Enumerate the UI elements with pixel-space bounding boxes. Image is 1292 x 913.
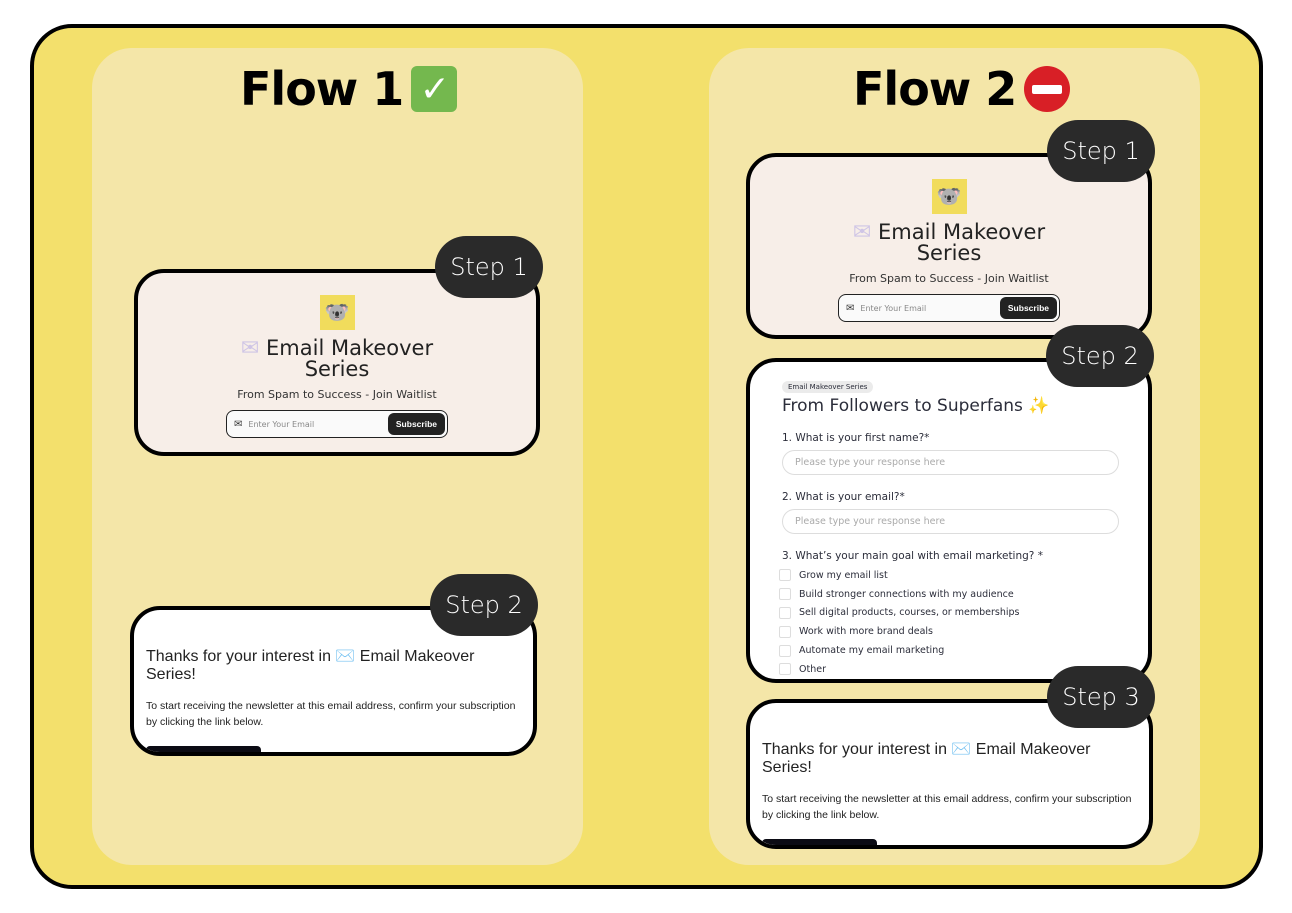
checkbox-option[interactable]: Build stronger connections with my audie… bbox=[779, 585, 1116, 604]
landing-title: Email Makeover Series bbox=[266, 336, 434, 381]
option-label: Automate my email marketing bbox=[799, 645, 945, 657]
confirm-subscription-button[interactable]: Confirm Subscription bbox=[762, 839, 878, 845]
no-entry-icon bbox=[1024, 66, 1071, 112]
thanks-body: To start receiving the newsletter at thi… bbox=[146, 700, 516, 728]
flow-1-landing-card: 🐨 ✉ Email Makeover Series From Spam to S… bbox=[134, 269, 540, 456]
subscribe-form: ✉ Enter Your Email Subscribe bbox=[838, 294, 1060, 322]
option-label: Grow my email list bbox=[799, 569, 888, 581]
subscribe-button[interactable]: Subscribe bbox=[387, 413, 445, 435]
checkbox-option[interactable]: Sell digital products, courses, or membe… bbox=[779, 604, 1116, 623]
flow-2-heading: Flow 2 bbox=[853, 62, 1071, 116]
question-label: 3. What’s your main goal with email mark… bbox=[782, 550, 1043, 562]
check-mark-icon: ✓ bbox=[411, 66, 458, 112]
checkbox-option[interactable]: Automate my email marketing bbox=[779, 641, 1116, 660]
first-name-input[interactable]: Please type your response here bbox=[782, 450, 1119, 475]
checkbox[interactable] bbox=[779, 663, 791, 676]
option-label: Work with more brand deals bbox=[799, 626, 933, 638]
checkbox-option[interactable]: Other bbox=[779, 660, 1116, 679]
checkbox[interactable] bbox=[779, 625, 791, 638]
thanks-body: To start receiving the newsletter at thi… bbox=[762, 793, 1132, 821]
envelope-icon: ✉ bbox=[852, 220, 872, 245]
option-label: Build stronger connections with my audie… bbox=[799, 588, 1014, 600]
flow-1-title: Flow 1 bbox=[240, 62, 404, 116]
koala-logo-icon: 🐨 bbox=[931, 179, 967, 214]
confirm-subscription-button[interactable]: Confirm Subscription bbox=[146, 746, 262, 752]
flow-1-heading: Flow 1✓ bbox=[240, 62, 458, 116]
thanks-title: Thanks for your interest in ✉️ Email Mak… bbox=[146, 648, 475, 683]
checkbox[interactable] bbox=[779, 588, 791, 601]
landing-subtitle: From Spam to Success - Join Waitlist bbox=[849, 272, 1049, 285]
step-badge: Step 1 bbox=[435, 236, 543, 298]
subscribe-form: ✉ Enter Your Email Subscribe bbox=[226, 410, 448, 438]
email-input[interactable]: Enter Your Email bbox=[248, 419, 315, 429]
flow-2-title: Flow 2 bbox=[853, 62, 1017, 116]
question-label: 2. What is your email?* bbox=[782, 491, 905, 503]
mail-icon: ✉ bbox=[846, 302, 855, 314]
step-badge: Step 2 bbox=[1046, 325, 1154, 387]
envelope-icon: ✉ bbox=[240, 336, 260, 361]
series-chip: Email Makeover Series bbox=[782, 381, 874, 393]
landing-subtitle: From Spam to Success - Join Waitlist bbox=[237, 388, 437, 401]
checkbox[interactable] bbox=[779, 569, 791, 582]
thanks-title: Thanks for your interest in ✉️ Email Mak… bbox=[762, 741, 1091, 776]
mail-icon: ✉ bbox=[234, 418, 243, 430]
checkbox-option[interactable]: Grow my email list bbox=[779, 566, 1116, 585]
email-input[interactable]: Enter Your Email bbox=[860, 303, 927, 313]
flow-2-survey-card: Email Makeover Series From Followers to … bbox=[746, 358, 1152, 683]
step-badge: Step 3 bbox=[1047, 666, 1155, 728]
landing-title: Email Makeover Series bbox=[878, 220, 1046, 265]
option-label: Other bbox=[799, 663, 826, 675]
checkbox-option[interactable]: Work with more brand deals bbox=[779, 622, 1116, 641]
email-input[interactable]: Please type your response here bbox=[782, 509, 1119, 534]
checkbox[interactable] bbox=[779, 644, 791, 657]
koala-logo-icon: 🐨 bbox=[319, 295, 355, 330]
subscribe-button[interactable]: Subscribe bbox=[999, 297, 1057, 319]
question-label: 1. What is your first name?* bbox=[782, 432, 930, 444]
flow-2-confirm-card: Thanks for your interest in ✉️ Email Mak… bbox=[746, 699, 1153, 849]
option-label: Sell digital products, courses, or membe… bbox=[799, 607, 1020, 619]
flow-2-landing-card: 🐨 ✉ Email Makeover Series From Spam to S… bbox=[746, 153, 1152, 339]
step-badge: Step 1 bbox=[1047, 120, 1155, 182]
flow-1-confirm-card: Thanks for your interest in ✉️ Email Mak… bbox=[130, 606, 537, 756]
checkbox[interactable] bbox=[779, 606, 791, 619]
survey-title: From Followers to Superfans ✨ bbox=[782, 396, 1050, 416]
step-badge: Step 2 bbox=[430, 574, 538, 636]
